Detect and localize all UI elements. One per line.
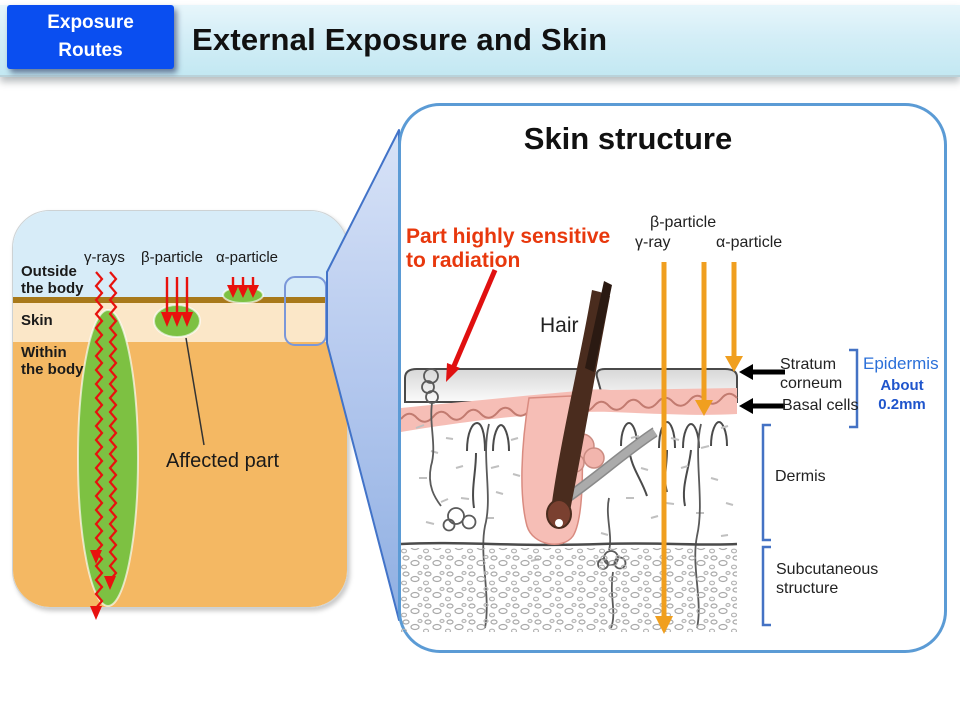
beta-particle-label-right: β-particle: [650, 214, 717, 231]
exposure-routes-badge: Exposure Routes: [7, 5, 174, 69]
layer-pointer-arrows: [739, 364, 785, 414]
skin-label: Skin: [21, 312, 53, 329]
skin-illustration: [401, 262, 859, 634]
beta-particle-label: β-particle: [141, 249, 203, 266]
stratum-corneum-label: Stratum corneum: [780, 356, 843, 393]
skin-surface-line: [13, 297, 347, 303]
body-cross-section-panel: [12, 210, 348, 608]
layer-brackets: [761, 348, 859, 627]
gamma-ray-arrowheads: [90, 550, 116, 620]
sensitive-part-note: Part highly sensitive to radiation: [406, 225, 611, 273]
alpha-particle-label: α-particle: [216, 249, 279, 266]
subcutaneous-region: [401, 541, 738, 632]
affected-part-label: Affected part: [166, 450, 280, 472]
skin-structure-panel: [398, 103, 947, 653]
dermis-label: Dermis: [775, 468, 826, 485]
beta-arrows: [165, 277, 189, 314]
outside-body-region: [13, 211, 347, 297]
gamma-ray-label-right: γ-ray: [635, 234, 671, 251]
zoom-cone: [326, 129, 400, 621]
sensitive-part-arrow: [446, 269, 498, 382]
skin-structure-title: Skin structure: [523, 121, 733, 156]
hair-label: Hair: [540, 314, 579, 337]
page-title: External Exposure and Skin: [192, 22, 608, 57]
epidermis-label: Epidermis: [863, 354, 939, 373]
gamma-affected-ellipse: [77, 309, 139, 607]
basal-cells-label: Basal cells: [782, 397, 859, 414]
outside-body-label: Outside the body: [21, 263, 84, 298]
affected-part-pointer-line: [185, 337, 205, 446]
within-body-region: [13, 342, 347, 607]
epidermis-thickness-label: About 0.2mm: [878, 377, 926, 413]
alpha-arrows: [231, 277, 255, 286]
left-diagram-overlay: [77, 271, 327, 620]
subcutaneous-label: Subcutaneous structure: [776, 561, 879, 598]
gamma-rays-label: γ-rays: [84, 249, 125, 266]
alpha-arrowheads: [227, 285, 259, 298]
radiation-arrows: [655, 262, 743, 634]
alpha-particle-label-right: α-particle: [716, 234, 783, 251]
hair-shaft: [585, 281, 612, 372]
beta-arrowheads: [161, 312, 193, 327]
within-body-label: Within the body: [21, 344, 84, 379]
